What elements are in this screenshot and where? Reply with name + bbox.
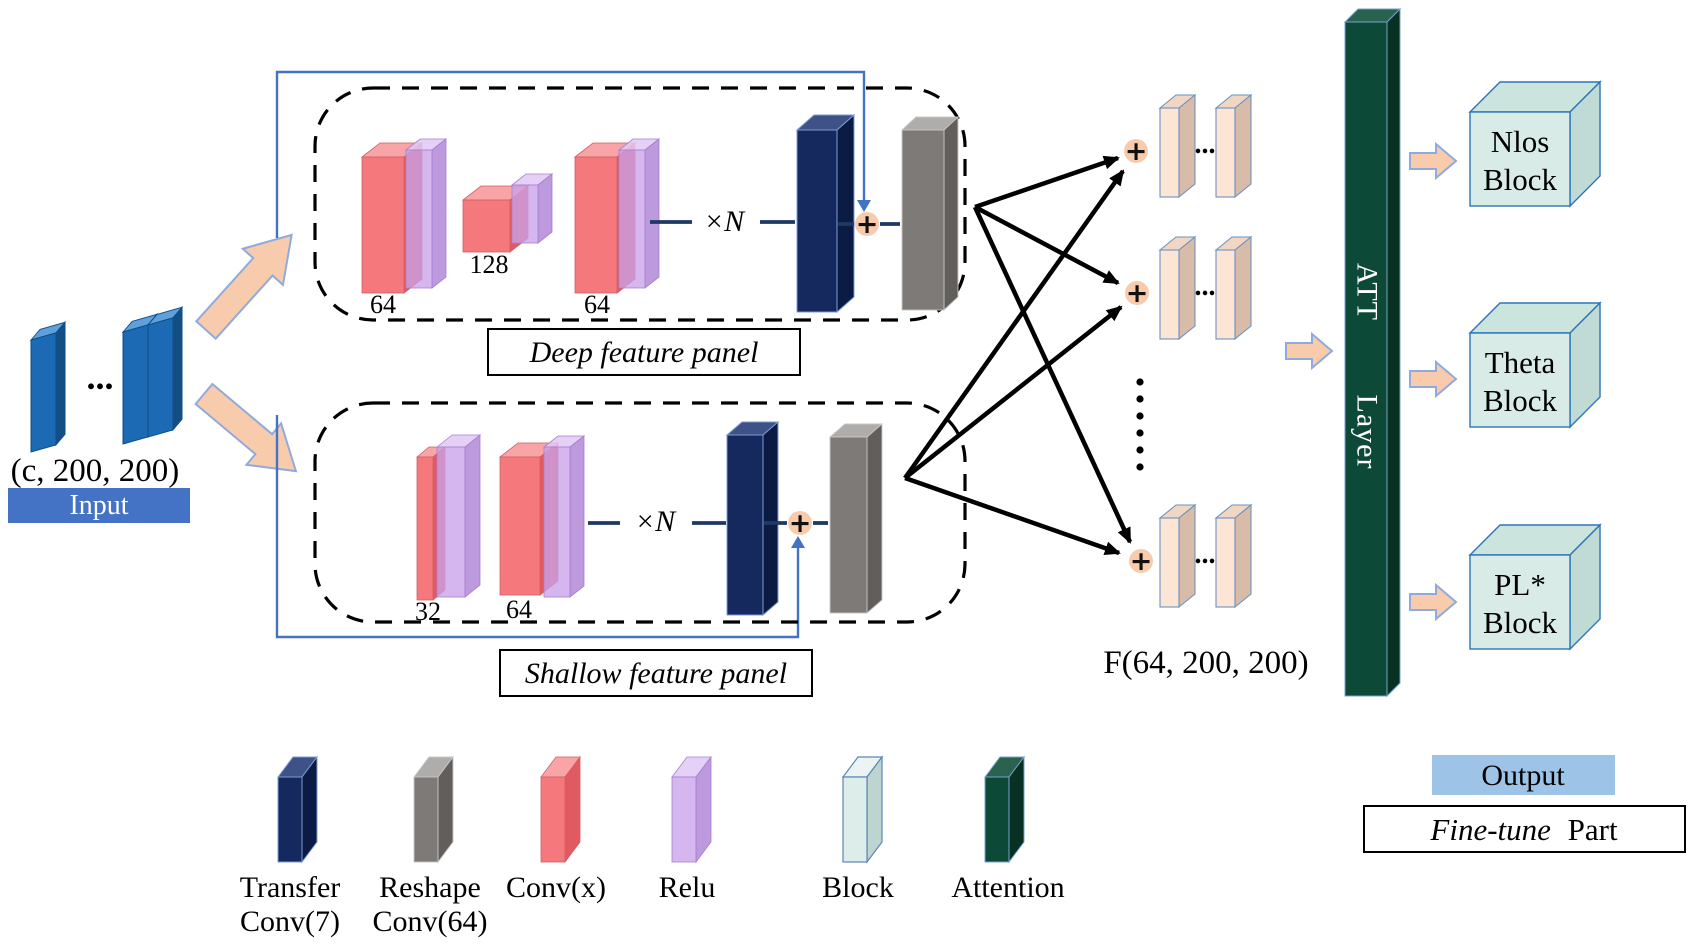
deep-reshape-conv-block xyxy=(900,115,960,312)
shallow-panel-caption: Shallow feature panel xyxy=(499,649,813,697)
feature-map-dims-label: F(64, 200, 200) xyxy=(1103,645,1308,681)
feature-map-slab xyxy=(1158,503,1197,609)
legend-label: Reshape xyxy=(379,871,481,904)
deep-transfer-conv-block xyxy=(795,113,856,314)
legend: Transfer Conv(7) Reshape Conv(64) Conv(x… xyxy=(240,755,1065,938)
arrow-fusion-to-att xyxy=(1285,331,1334,371)
input-slab xyxy=(146,305,184,438)
deep-conv-a-label: 64 xyxy=(370,290,396,319)
att-layer-label-line1: ATT xyxy=(1351,263,1384,321)
shallow-plus-node: + xyxy=(788,508,812,539)
output-banner-label: Output xyxy=(1481,759,1565,792)
shallow-repeat-label: ×N xyxy=(635,505,677,538)
att-layer-bar: ATT Layer xyxy=(1343,7,1402,698)
legend-label: Relu xyxy=(659,871,716,904)
fusion-arrows xyxy=(903,155,1133,556)
shallow-relu-block-a xyxy=(435,434,482,598)
feature-ellipsis: ... xyxy=(1195,129,1216,160)
shallow-relu-block-b xyxy=(542,435,586,598)
att-layer-label-line2: Layer xyxy=(1351,395,1384,470)
arrow-att-to-pl xyxy=(1409,582,1458,622)
fine-tune-emphasis: Fine-tune xyxy=(1429,812,1551,847)
input-stack: ... (c, 200, 200) Input xyxy=(8,305,190,523)
plus-sign: + xyxy=(1125,136,1148,167)
output-block-pl: PL* Block xyxy=(1468,523,1602,651)
legend-item-transfer-conv: Transfer Conv(7) xyxy=(240,755,341,938)
shallow-skip-connection xyxy=(275,415,805,639)
deep-repeat-label: ×N xyxy=(704,205,746,238)
plus-node: + xyxy=(1129,546,1153,577)
deep-relu-block-b xyxy=(510,173,554,244)
input-ellipsis: ... xyxy=(87,357,114,397)
deep-relu-block-a xyxy=(404,138,448,289)
output-block-label: Block xyxy=(1483,162,1558,197)
vertical-ellipsis xyxy=(1136,378,1144,471)
deep-conv-c-label: 64 xyxy=(584,290,610,319)
feature-map-row: + ... xyxy=(1124,93,1253,199)
feature-ellipsis: ... xyxy=(1195,539,1216,570)
legend-item-conv-x: Conv(x) xyxy=(506,755,606,904)
feature-map-slab xyxy=(1214,93,1253,199)
legend-label: Attention xyxy=(951,871,1064,904)
feature-map-row: + ... xyxy=(1129,503,1253,609)
shallow-transfer-conv-block xyxy=(725,420,780,617)
arrow-input-to-shallow-panel xyxy=(194,382,298,473)
deep-relu-block-c xyxy=(617,138,661,289)
plus-node: + xyxy=(1125,278,1149,309)
deep-panel-outline xyxy=(313,86,967,322)
feature-map-slab xyxy=(1214,235,1253,341)
feature-map-slab xyxy=(1158,235,1197,341)
output-block-label: Nlos xyxy=(1491,124,1550,159)
deep-conv-b-label: 128 xyxy=(470,250,509,279)
input-banner xyxy=(8,488,190,523)
deep-panel-caption-label: Deep feature panel xyxy=(529,336,759,369)
fine-tune-label: Fine-tune Part xyxy=(1429,812,1618,847)
output-block-label: PL* xyxy=(1494,567,1546,602)
deep-panel-caption: Deep feature panel xyxy=(487,328,801,376)
legend-label: Conv(x) xyxy=(506,871,606,904)
output-banner: Output xyxy=(1432,755,1615,795)
shallow-conv-a-label: 32 xyxy=(415,597,441,626)
legend-item-reshape-conv: Reshape Conv(64) xyxy=(373,755,488,938)
legend-label: Transfer xyxy=(240,871,341,904)
output-block-nlos: Nlos Block xyxy=(1468,80,1602,208)
legend-item-block: Block xyxy=(822,755,894,904)
plus-node: + xyxy=(1124,136,1148,167)
output-block-label: Block xyxy=(1483,383,1558,418)
input-slab xyxy=(29,320,67,453)
input-banner-label: Input xyxy=(69,490,128,521)
legend-item-relu: Relu xyxy=(659,755,716,904)
deep-plus-sign: + xyxy=(856,209,879,240)
legend-label: Conv(64) xyxy=(373,905,488,938)
shallow-plus-sign: + xyxy=(789,508,812,539)
arrow-att-to-nlos xyxy=(1409,141,1458,181)
plus-sign: + xyxy=(1130,546,1153,577)
shallow-reshape-conv-block xyxy=(828,423,884,614)
shallow-panel-caption-label: Shallow feature panel xyxy=(525,657,787,690)
legend-item-attention: Attention xyxy=(951,755,1065,904)
plus-sign: + xyxy=(1126,278,1149,309)
feature-map-row: + ... xyxy=(1125,235,1253,341)
shallow-panel-outline xyxy=(313,401,967,624)
output-block-label: Theta xyxy=(1485,345,1556,380)
legend-label: Block xyxy=(822,871,894,904)
fine-tune-box: Fine-tune Part xyxy=(1363,805,1686,853)
fine-tune-rest: Part xyxy=(1568,812,1618,847)
output-block-label: Block xyxy=(1483,605,1558,640)
feature-map-slab xyxy=(1214,503,1253,609)
arrow-input-to-deep-panel xyxy=(194,233,293,341)
feature-map-slab xyxy=(1158,93,1197,199)
input-dims-label: (c, 200, 200) xyxy=(11,453,180,489)
deep-skip-connection xyxy=(275,70,871,238)
shallow-conv-b-label: 64 xyxy=(506,595,532,624)
arrow-att-to-theta xyxy=(1409,359,1458,399)
deep-plus-node: + xyxy=(855,209,879,240)
output-block-theta: Theta Block xyxy=(1468,301,1602,429)
feature-ellipsis: ... xyxy=(1195,271,1216,302)
legend-label: Conv(7) xyxy=(240,905,340,938)
